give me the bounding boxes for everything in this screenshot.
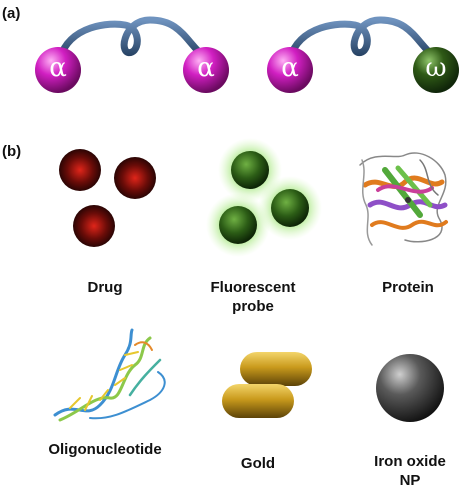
gold-nanorod-icon (222, 352, 312, 418)
alpha-sphere-2-left (267, 47, 313, 93)
fluorescent-probe-icon (206, 138, 322, 257)
linker-coil-1 (56, 16, 209, 62)
alpha-sphere-1-left (35, 47, 81, 93)
alpha-label-2-left: α (281, 53, 299, 83)
caption-drug: Drug (87, 279, 123, 296)
omega-sphere-2-right (413, 47, 459, 93)
panel-a-label: (a) (2, 5, 21, 22)
protein-ribbon-icon (359, 152, 448, 246)
alpha-label-1-left: α (49, 53, 67, 83)
caption-protein: Protein (382, 279, 434, 296)
linker-coil-2 (286, 16, 439, 62)
panel-b-label: (b) (2, 143, 22, 160)
caption-gold: Gold (240, 455, 276, 472)
alpha-sphere-1-right (183, 47, 229, 93)
iron-oxide-sphere-icon (376, 354, 444, 422)
alpha-label-1-right: α (197, 53, 215, 83)
omega-label-2-right: ω (425, 53, 447, 83)
drug-spheres-icon (59, 149, 156, 247)
caption-iron-oxide-np: Iron oxide NP (374, 453, 446, 489)
caption-fluorescent-probe: Fluorescent probe (210, 279, 296, 315)
dna-helix-icon (53, 328, 166, 422)
caption-oligonucleotide: Oligonucleotide (48, 441, 162, 458)
